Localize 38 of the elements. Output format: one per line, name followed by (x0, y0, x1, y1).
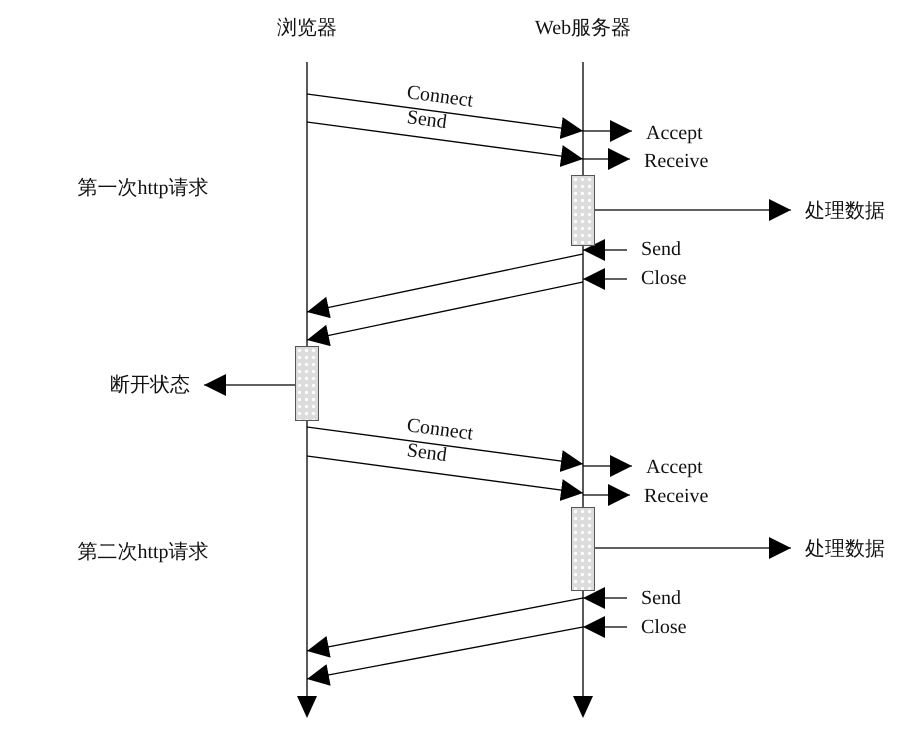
arrow (583, 268, 627, 290)
arrow (306, 253, 584, 318)
action-label: 处理数据 (805, 198, 885, 224)
message-label: Receive (644, 148, 708, 174)
arrow (583, 120, 632, 142)
state-label: 断开状态 (110, 372, 190, 398)
arrow (583, 455, 632, 477)
activation-bar (295, 346, 319, 421)
message-label: Close (641, 265, 687, 291)
action-label: 处理数据 (805, 536, 885, 562)
arrow (306, 626, 584, 686)
message-label: Accept (646, 454, 703, 480)
arrow (306, 455, 584, 501)
message-label: Send (641, 585, 681, 611)
participant-label: 浏览器 (277, 15, 337, 41)
arrow (583, 587, 627, 609)
participant-label: Web服务器 (534, 15, 632, 41)
arrow (595, 537, 791, 559)
activation-bar (571, 175, 595, 246)
arrow (583, 239, 627, 261)
activation-bar (571, 507, 595, 591)
arrow (306, 93, 584, 139)
message-label: Receive (644, 483, 708, 509)
arrow (306, 426, 584, 472)
arrow (204, 374, 295, 396)
arrow (583, 484, 630, 506)
request-label: 第一次http请求 (77, 176, 209, 201)
arrow (306, 597, 584, 658)
arrow (583, 148, 630, 170)
message-label: Send (641, 236, 681, 262)
request-label: 第二次http请求 (77, 540, 209, 565)
lifeline (297, 62, 317, 718)
arrow (306, 121, 584, 167)
message-label: Accept (646, 120, 703, 146)
arrow (595, 199, 791, 221)
arrow (306, 281, 584, 346)
arrow (583, 616, 627, 638)
message-label: Close (641, 614, 687, 640)
